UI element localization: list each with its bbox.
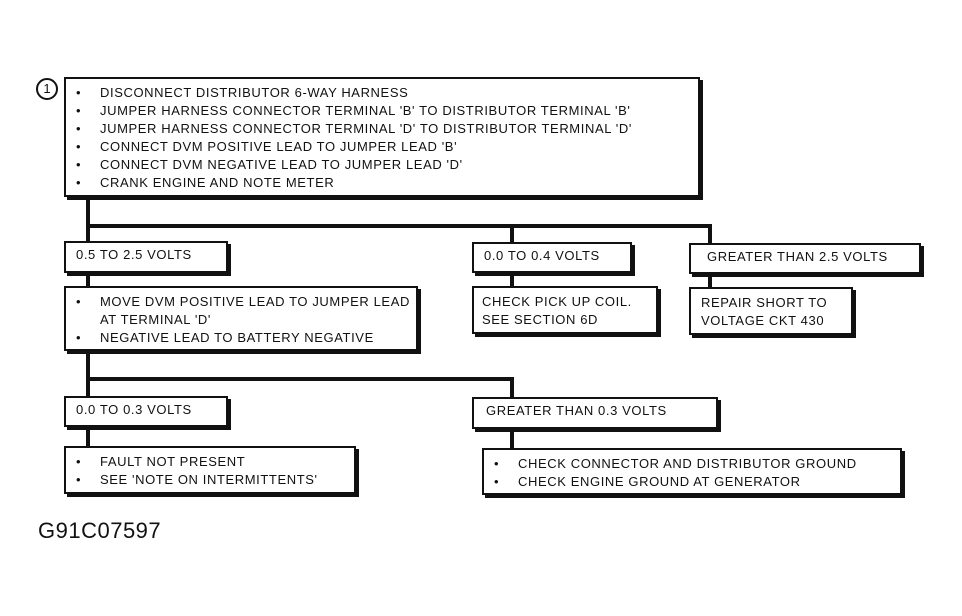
action-item: CHECK ENGINE GROUND AT GENERATOR [484, 473, 900, 491]
instruction-item: CRANK ENGINE AND NOTE METER [66, 174, 698, 192]
branch1-label-box: 0.5 TO 2.5 VOLTS [64, 241, 228, 273]
sub1-action-box: FAULT NOT PRESENT SEE 'NOTE ON INTERMITT… [64, 446, 356, 494]
connector-branch1-action-down [86, 350, 90, 396]
sub2-label-box: GREATER THAN 0.3 VOLTS [472, 397, 718, 429]
branch2-action-line: SEE SECTION 6D [482, 312, 599, 327]
connector-sub2-drop [510, 377, 514, 397]
branch3-label-box: GREATER THAN 2.5 VOLTS [689, 243, 921, 274]
connector-branch3-to-action [708, 274, 712, 288]
instruction-item: DISCONNECT DISTRIBUTOR 6-WAY HARNESS [66, 84, 698, 102]
sub2-action-list: CHECK CONNECTOR AND DISTRIBUTOR GROUND C… [484, 455, 900, 491]
instruction-item: JUMPER HARNESS CONNECTOR TERMINAL 'D' TO… [66, 120, 698, 138]
sub1-label-box: 0.0 TO 0.3 VOLTS [64, 396, 228, 427]
connector-branch3-drop [708, 224, 712, 244]
branch1-action-list: MOVE DVM POSITIVE LEAD TO JUMPER LEAD AT… [66, 293, 416, 347]
step-number-circle: 1 [36, 78, 58, 100]
action-item: SEE 'NOTE ON INTERMITTENTS' [66, 471, 354, 489]
action-item: MOVE DVM POSITIVE LEAD TO JUMPER LEAD AT… [66, 293, 416, 329]
action-item: NEGATIVE LEAD TO BATTERY NEGATIVE [66, 329, 416, 347]
branch3-action-line: VOLTAGE CKT 430 [701, 313, 825, 328]
connector-branch2-to-action [510, 272, 514, 288]
sub1-label: 0.0 TO 0.3 VOLTS [76, 402, 192, 417]
connector-main-down [86, 196, 90, 242]
main-instruction-box: DISCONNECT DISTRIBUTOR 6-WAY HARNESS JUM… [64, 77, 700, 197]
connector-branch1-to-action [86, 272, 90, 288]
action-item: CHECK CONNECTOR AND DISTRIBUTOR GROUND [484, 455, 900, 473]
connector-main-horizontal [86, 224, 712, 228]
branch3-label: GREATER THAN 2.5 VOLTS [707, 249, 888, 264]
branch2-label-box: 0.0 TO 0.4 VOLTS [472, 242, 632, 273]
branch2-action-line: CHECK PICK UP COIL. [482, 294, 632, 309]
sub2-action-box: CHECK CONNECTOR AND DISTRIBUTOR GROUND C… [482, 448, 902, 495]
instruction-item: JUMPER HARNESS CONNECTOR TERMINAL 'B' TO… [66, 102, 698, 120]
connector-sub2-to-action [510, 428, 514, 448]
connector-branch2-drop [510, 224, 514, 242]
instruction-item: CONNECT DVM NEGATIVE LEAD TO JUMPER LEAD… [66, 156, 698, 174]
sub1-action-list: FAULT NOT PRESENT SEE 'NOTE ON INTERMITT… [66, 453, 354, 489]
branch3-action-box: REPAIR SHORT TO VOLTAGE CKT 430 [689, 287, 853, 335]
branch2-action-box: CHECK PICK UP COIL. SEE SECTION 6D [472, 286, 658, 334]
sub2-label: GREATER THAN 0.3 VOLTS [486, 403, 667, 418]
branch1-label: 0.5 TO 2.5 VOLTS [76, 247, 192, 262]
action-item: FAULT NOT PRESENT [66, 453, 354, 471]
main-instruction-list: DISCONNECT DISTRIBUTOR 6-WAY HARNESS JUM… [66, 84, 698, 192]
branch1-action-box: MOVE DVM POSITIVE LEAD TO JUMPER LEAD AT… [64, 286, 418, 351]
branch2-label: 0.0 TO 0.4 VOLTS [484, 248, 600, 263]
connector-sub1-to-action [86, 426, 90, 446]
branch3-action-line: REPAIR SHORT TO [701, 295, 828, 310]
figure-id: G91C07597 [38, 518, 162, 543]
instruction-item: CONNECT DVM POSITIVE LEAD TO JUMPER LEAD… [66, 138, 698, 156]
connector-sub-horizontal [86, 377, 514, 381]
